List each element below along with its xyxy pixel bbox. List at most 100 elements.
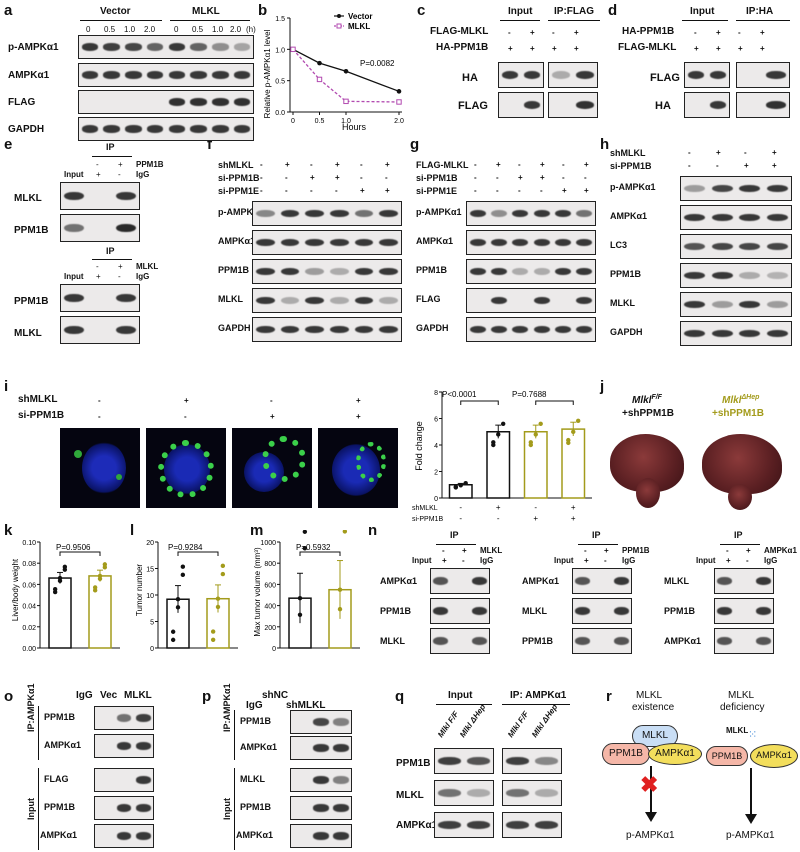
y-tick-label: 0.06 xyxy=(22,582,36,589)
blot-label: p-AMPKα1 xyxy=(610,182,656,192)
blot-band xyxy=(116,325,136,335)
y-tick-label: 1.0 xyxy=(275,47,285,54)
blot-label: AMPKα1 xyxy=(40,830,78,840)
sign: - xyxy=(285,186,288,195)
chart-i-p1: P<0.0001 xyxy=(442,390,477,399)
blot-q-3 xyxy=(434,780,494,806)
sign: - xyxy=(474,160,477,169)
blot-band xyxy=(523,70,541,80)
blot-band xyxy=(280,267,300,276)
blot-band xyxy=(313,804,329,812)
arrow-shaft-right xyxy=(750,768,752,818)
timepoint: 2.0 xyxy=(230,25,242,34)
blot-band xyxy=(313,718,329,726)
ip-label: IP xyxy=(450,530,459,540)
blot-band xyxy=(305,238,325,247)
blot-band xyxy=(523,100,541,110)
sign: - xyxy=(518,186,521,195)
chart-b-xlabel: Hours xyxy=(342,122,367,132)
chart-m-ylabel: Max tumor volume (mm³) xyxy=(253,547,262,637)
panel-label-g: g xyxy=(410,136,420,153)
blot-band xyxy=(305,209,325,218)
sign: - xyxy=(260,173,263,182)
sign: + xyxy=(462,546,467,555)
blot-band xyxy=(684,242,706,251)
y-tick-label: 2 xyxy=(434,470,438,477)
data-point xyxy=(337,587,343,592)
ip-line xyxy=(92,259,132,260)
blot-panel-g-2 xyxy=(466,259,596,284)
cond-label: IgG xyxy=(622,556,636,565)
x-sign: + xyxy=(496,503,501,512)
blot-band xyxy=(379,267,399,276)
input-label: Input xyxy=(64,170,84,179)
blot-label: GAPDH xyxy=(610,327,643,337)
blot-band xyxy=(433,576,448,586)
blot-band xyxy=(125,125,142,133)
blot-band xyxy=(576,209,593,218)
blot-panel-f-1 xyxy=(252,230,402,255)
blot-band xyxy=(554,267,572,276)
timepoint: 1.0 xyxy=(124,25,136,34)
blot-band xyxy=(212,125,229,133)
blot-band xyxy=(146,71,164,79)
blot-band xyxy=(554,209,572,218)
data-point xyxy=(343,98,349,105)
col-label: IgG xyxy=(246,700,263,711)
sign: + xyxy=(518,173,523,182)
sign: - xyxy=(270,396,273,405)
cond-label: HA-PPM1B xyxy=(436,42,489,53)
blot-band xyxy=(233,98,251,106)
ip-label: IP xyxy=(106,246,115,256)
sign: + xyxy=(385,160,390,169)
blot-band xyxy=(711,329,733,338)
data-point xyxy=(491,440,496,445)
blot-band xyxy=(613,606,629,616)
blot-d-ha-input xyxy=(684,92,730,118)
blot-n-2-0 xyxy=(714,568,774,594)
blot-e-bottom-1 xyxy=(60,284,140,312)
x-tick-label: 2.0 xyxy=(394,118,404,125)
blot-band xyxy=(103,125,120,133)
blot-band xyxy=(717,606,732,616)
arrow-shaft-left xyxy=(650,766,652,816)
blot-band xyxy=(739,242,761,251)
header-input: Input xyxy=(508,6,533,17)
blot-band xyxy=(684,300,706,309)
blot-band xyxy=(766,100,786,110)
input-label: Input xyxy=(412,556,432,565)
blot-label: FLAG xyxy=(458,100,488,112)
y-tick-label: 800 xyxy=(264,561,276,568)
blot-band xyxy=(212,43,229,51)
sign: + xyxy=(772,148,777,157)
sign: + xyxy=(184,396,189,405)
sign: + xyxy=(694,44,699,53)
blot-band xyxy=(471,636,487,646)
blot-c-flag-input xyxy=(498,92,544,118)
blot-band xyxy=(755,606,771,616)
blot-band xyxy=(471,576,487,586)
blot-label: AMPKα1 xyxy=(664,636,702,646)
blot-band xyxy=(535,820,558,830)
blot-band xyxy=(766,70,786,80)
blot-label: MLKL xyxy=(380,636,405,646)
significance-bracket xyxy=(460,400,499,405)
panel-label-h: h xyxy=(600,136,610,153)
cond-label: FLAG-MLKL xyxy=(416,160,469,170)
blot-band xyxy=(554,325,572,334)
blot-band xyxy=(329,238,349,247)
x-sign: - xyxy=(534,503,537,512)
blot-q-5 xyxy=(434,812,494,838)
sign: + xyxy=(738,44,743,53)
block-cross-icon: ✖ xyxy=(640,772,659,797)
sign: - xyxy=(98,396,101,405)
x-tick-label: 0.5 xyxy=(315,118,325,125)
cond-label: shMLKL xyxy=(218,160,254,170)
data-point xyxy=(496,432,501,437)
ip-line xyxy=(578,544,618,545)
blot-panel-g-3 xyxy=(466,288,596,313)
sign: + xyxy=(552,44,557,53)
blot-band xyxy=(313,776,329,784)
j-left-sub: +shPPM1B xyxy=(622,408,674,419)
header-ip: IP:FLAG xyxy=(554,6,594,17)
